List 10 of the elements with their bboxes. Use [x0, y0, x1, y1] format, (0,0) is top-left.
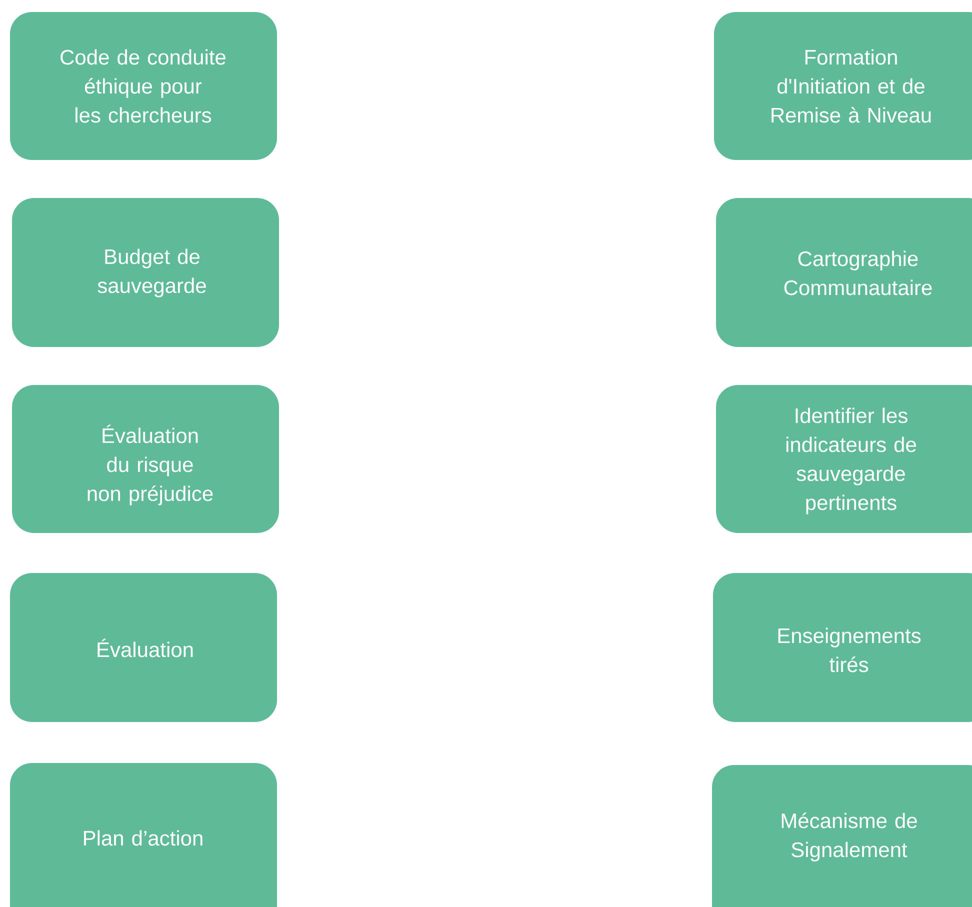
process-box: Budget de sauvegarde	[12, 198, 279, 347]
process-box: Enseignements tirés	[713, 573, 972, 722]
process-box: Cartographie Communautaire	[716, 198, 972, 347]
process-box: Plan d’action	[10, 763, 277, 907]
process-box: Code de conduite éthique pour les chercheurs	[10, 12, 277, 160]
process-box: Formation d'Initiation et de Remise à Niveau	[714, 12, 972, 160]
process-box: Mécanisme de Signalement	[712, 765, 972, 907]
process-box: Évaluation du risque non préjudice	[12, 385, 279, 533]
process-box: Identifier les indicateurs de sauvegarde pertinents	[716, 385, 972, 533]
process-box: Évaluation	[10, 573, 277, 722]
